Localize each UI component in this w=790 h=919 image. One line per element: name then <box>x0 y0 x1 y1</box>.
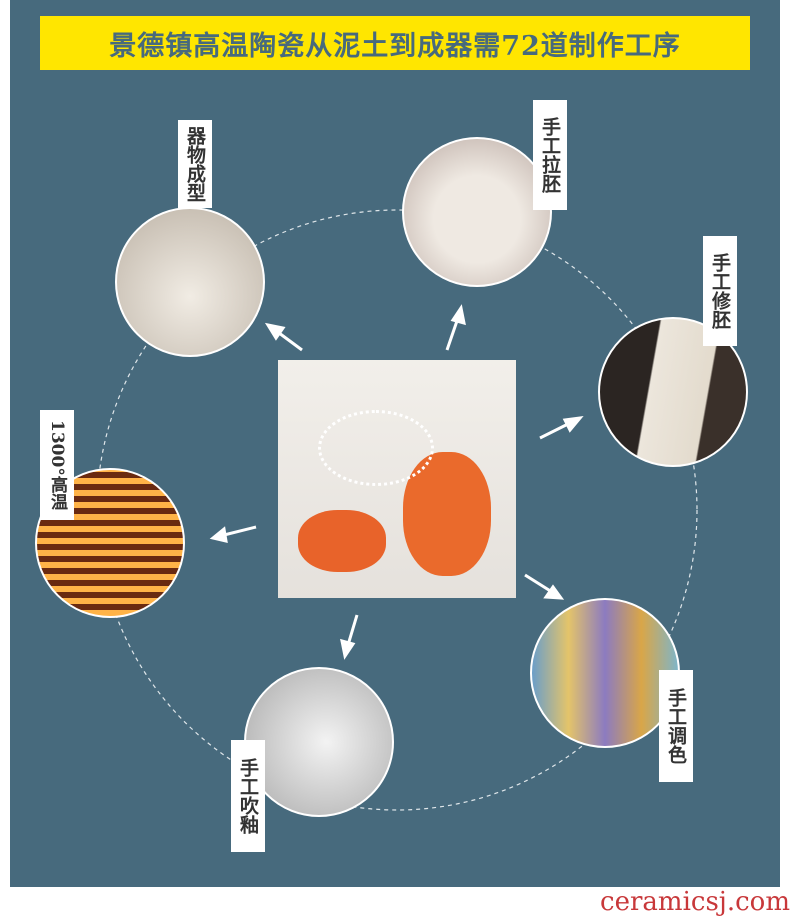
step-image-throwing <box>402 137 552 287</box>
step-label-forming: 器物成型 <box>178 120 212 208</box>
product-image-orange-vases <box>278 360 516 598</box>
step-image-glaze-blowing <box>244 667 394 817</box>
dashed-cycle-path <box>96 209 698 811</box>
step-label-throwing: 手工拉胚 <box>533 100 567 210</box>
watermark: ceramicsj.com <box>600 887 790 917</box>
step-label-color-mixing: 手工调色 <box>659 670 693 782</box>
small-pumpkin-vase <box>298 510 386 572</box>
step-label-kiln-firing: 1300°高温 <box>40 410 74 520</box>
center-arrows <box>209 304 584 660</box>
white-orchid <box>318 410 434 486</box>
page-title: 景德镇高温陶瓷从泥土到成器需72道制作工序 <box>40 16 750 70</box>
step-image-color-mixing <box>530 598 680 748</box>
step-label-trimming: 手工修胚 <box>703 236 737 346</box>
step-image-forming <box>115 207 265 357</box>
step-label-glaze-blowing: 手工吹釉 <box>231 740 265 852</box>
